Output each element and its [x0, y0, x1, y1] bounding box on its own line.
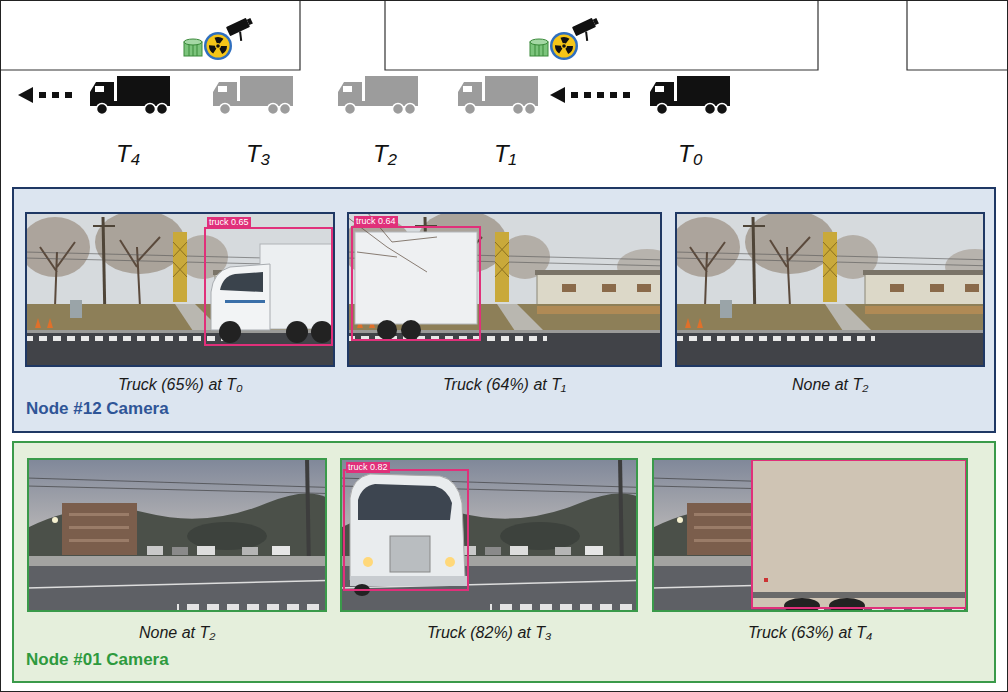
time-label: T₁ [494, 140, 516, 168]
camera-photo [347, 212, 662, 367]
panel-fill [12, 441, 996, 683]
camera-photo [27, 458, 327, 612]
camera-frame: None at T₂ [27, 458, 327, 612]
camera-frame: None at T₂ [675, 212, 985, 367]
camera-frame: Truck (63%) at T₄ [652, 458, 968, 612]
camera-frame: truck 0.65Truck (65%) at T₀ [25, 212, 335, 367]
camera-photo [401, 320, 421, 340]
sensor-icon [184, 16, 258, 60]
camera-photo [225, 300, 265, 303]
camera-photo [829, 598, 865, 612]
camera-photo [340, 458, 638, 612]
camera-photo [652, 458, 968, 612]
camera-photo [352, 227, 480, 340]
detection-label: truck 0.65 [207, 217, 251, 228]
sensor-icon [530, 16, 604, 60]
direction-arrow [623, 92, 630, 98]
camera-photo [675, 212, 985, 367]
camera-photo [350, 474, 465, 580]
camera-photo [377, 320, 397, 340]
truck-icon [458, 76, 538, 115]
camera-photo [311, 321, 333, 343]
truck-icon [213, 76, 293, 115]
direction-arrow [52, 92, 59, 98]
camera-photo [363, 557, 373, 567]
camera-photo [340, 458, 638, 612]
camera-photo [205, 228, 332, 345]
camera-photo [390, 536, 430, 572]
direction-arrow [65, 92, 72, 98]
truck-icon [338, 76, 418, 115]
camera-photo [347, 212, 437, 272]
camera-photo [752, 458, 968, 608]
detection-caption: Truck (64%) at T₁ [443, 375, 566, 395]
camera-photo [764, 578, 768, 582]
camera-photo [260, 244, 335, 329]
detection-label: truck 0.82 [346, 462, 390, 473]
camera-photo [25, 212, 335, 367]
time-label: T₂ [373, 140, 397, 168]
camera-photo [211, 264, 270, 330]
direction-arrow [584, 92, 591, 98]
detection-caption: Truck (63%) at T₄ [748, 623, 872, 643]
direction-arrow [550, 87, 565, 103]
camera-panel: Node #01 CameraNone at T₂truck 0.82Truck… [12, 441, 996, 683]
detection-caption: None at T₂ [792, 375, 868, 395]
camera-photo [752, 460, 966, 608]
truck-icon [650, 76, 730, 115]
camera-photo [752, 592, 968, 598]
detection-caption: Truck (65%) at T₀ [118, 375, 243, 395]
camera-photo [358, 484, 452, 520]
camera-photo [355, 232, 477, 324]
direction-arrow [18, 87, 33, 103]
portal-outline [385, 1, 818, 70]
camera-frame: truck 0.82Truck (82%) at T₃ [340, 458, 638, 612]
camera-photo [652, 458, 968, 612]
camera-frame: truck 0.64Truck (64%) at T₁ [347, 212, 662, 367]
time-label: T₄ [116, 140, 140, 168]
camera-photo [675, 212, 985, 367]
portal-outline [907, 1, 1007, 70]
time-label: T₀ [678, 140, 703, 168]
portal-outline [1, 1, 1007, 70]
direction-arrow [18, 87, 630, 103]
camera-panel: Node #12 Cameratruck 0.65Truck (65%) at … [12, 187, 996, 433]
camera-photo [784, 598, 820, 612]
camera-photo [347, 212, 662, 367]
direction-arrow [610, 92, 617, 98]
time-label: T₃ [246, 140, 270, 168]
detection-caption: Truck (82%) at T₃ [427, 623, 551, 643]
camera-photo [220, 272, 263, 292]
detection-label: truck 0.64 [354, 216, 398, 227]
camera-photo [445, 557, 455, 567]
camera-name: Node #12 Camera [26, 399, 169, 419]
portal-outline [1, 1, 300, 70]
camera-photo [350, 576, 468, 586]
camera-photo [27, 458, 327, 612]
camera-photo [344, 470, 468, 590]
truck-icon [90, 76, 170, 115]
direction-arrow [571, 92, 578, 98]
detection-caption: None at T₂ [139, 623, 215, 643]
camera-photo [286, 321, 308, 343]
direction-arrow [39, 92, 46, 98]
direction-arrow [597, 92, 604, 98]
camera-name: Node #01 Camera [26, 650, 169, 670]
camera-photo [25, 212, 335, 367]
camera-photo [219, 321, 241, 343]
